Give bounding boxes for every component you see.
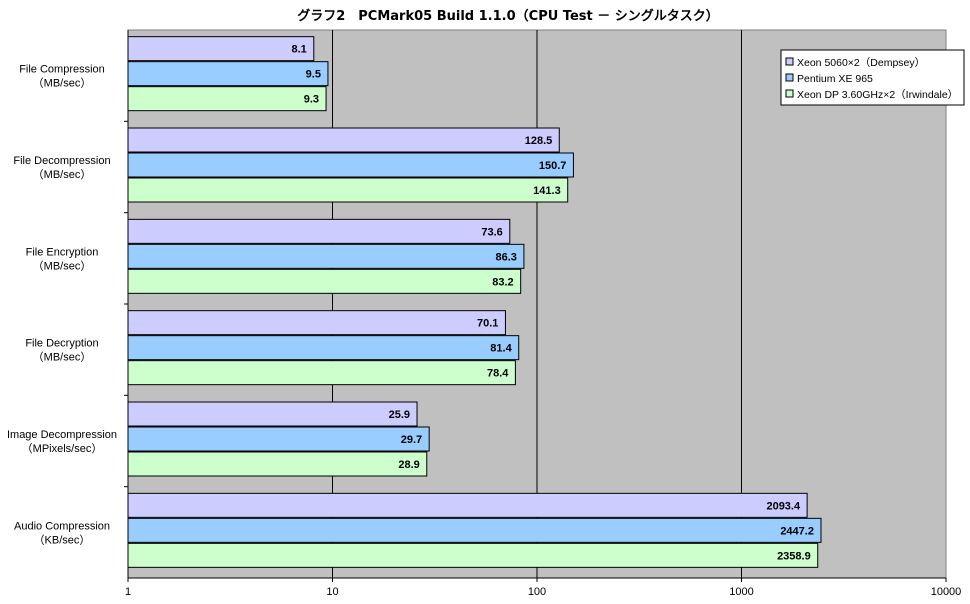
bar	[127, 268, 522, 294]
tick-label: 10	[326, 586, 338, 598]
data-label: 2447.2	[780, 525, 814, 537]
bar	[127, 177, 569, 203]
bar	[127, 218, 511, 244]
category-label: （KB/sec）	[34, 533, 91, 546]
legend-label: Xeon DP 3.60GHz×2（Irwindale）	[797, 89, 958, 101]
legend-swatch	[785, 73, 794, 82]
category-label: File Encryption	[26, 246, 99, 258]
category-label: （MB/sec）	[33, 351, 92, 364]
tick-label: 1	[125, 586, 131, 598]
bar	[127, 36, 315, 62]
category-label: （MB/sec）	[33, 77, 92, 90]
data-label: 70.1	[477, 318, 498, 330]
data-label: 83.2	[492, 276, 513, 288]
data-label: 9.3	[304, 94, 319, 106]
category-label: File Decompression	[13, 155, 110, 167]
bar	[127, 127, 560, 153]
data-label: 2358.9	[777, 550, 811, 562]
category-label: Audio Compression	[14, 520, 110, 532]
legend-label: Pentium XE 965	[797, 73, 873, 85]
category-label: （MPixels/sec）	[22, 442, 103, 455]
x-axis-ticks: 1 10 100 1000 10000	[125, 30, 961, 598]
data-label: 141.3	[533, 185, 561, 197]
category-label: File Decryption	[25, 338, 98, 350]
category-label: （MB/sec）	[33, 168, 92, 181]
chart-title: グラフ2 PCMark05 Build 1.1.0（CPU Test － シング…	[297, 8, 719, 24]
bar	[127, 542, 819, 568]
data-label: 73.6	[481, 226, 502, 238]
bar	[127, 451, 428, 477]
tick-label: 100	[528, 586, 546, 598]
bar	[127, 360, 516, 386]
tick-label: 1000	[729, 586, 753, 598]
bar	[127, 310, 506, 336]
data-label: 25.9	[389, 409, 410, 421]
data-label: 9.5	[306, 69, 321, 81]
data-label: 128.5	[525, 135, 553, 147]
category-label: File Compression	[19, 64, 105, 76]
bar-marks: 8.1 9.5 9.3 128.5 150.7 141.3 73.6 86.3 83.2 70.1…	[127, 36, 822, 568]
data-label: 78.4	[487, 368, 509, 380]
tick-label: 10000	[931, 586, 962, 598]
bar	[127, 61, 329, 87]
gridlines	[332, 30, 742, 578]
data-label: 81.4	[490, 343, 512, 355]
bar	[127, 492, 808, 518]
bar	[127, 243, 525, 269]
category-label: Image Decompression	[7, 429, 117, 441]
data-label: 86.3	[495, 251, 516, 263]
bar	[127, 426, 430, 452]
data-label: 2093.4	[766, 500, 801, 512]
legend-box	[780, 49, 965, 106]
data-label: 28.9	[398, 459, 419, 471]
legend-label: Xeon 5060×2（Dempsey）	[797, 57, 925, 69]
bar	[127, 517, 822, 543]
category-label: （MB/sec）	[33, 259, 92, 272]
bar	[127, 335, 520, 361]
legend-swatch	[785, 57, 794, 66]
legend-swatch	[785, 89, 794, 98]
bar	[127, 86, 327, 112]
data-label: 150.7	[539, 160, 567, 172]
data-label: 29.7	[401, 434, 422, 446]
bar	[127, 401, 418, 427]
data-label: 8.1	[291, 44, 306, 56]
category-labels: File Compression（MB/sec）File Decompressi…	[7, 64, 128, 546]
bar	[127, 152, 574, 178]
